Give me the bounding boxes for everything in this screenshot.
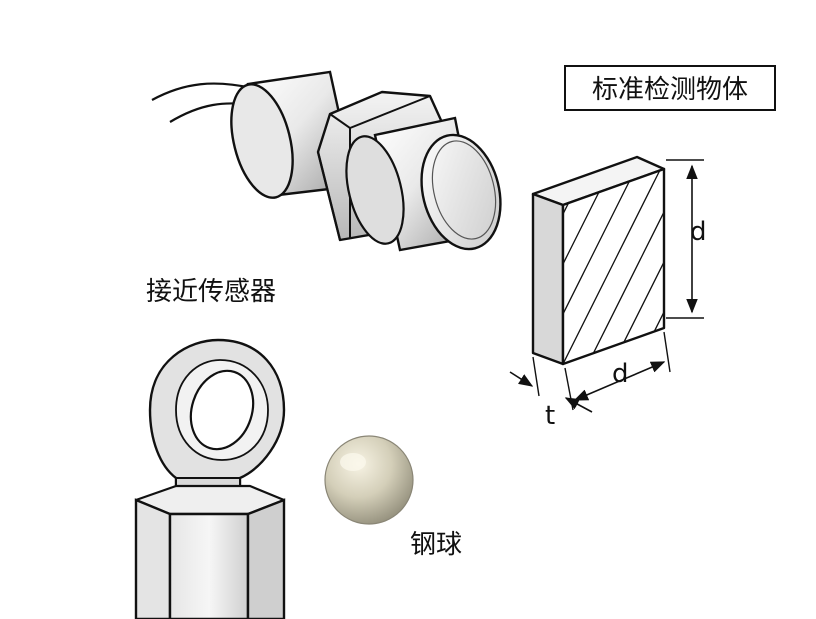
dimension-t: t [509,356,593,431]
standard-object-title: 标准检测物体 [592,75,748,105]
standard-object-title-box: 标准检测物体 [564,65,776,111]
steel-ball-illustration [324,435,414,525]
proximity-sensor-label: 接近传感器 [146,277,276,307]
eye-bolt-illustration [134,338,286,619]
dimension-d-vertical-label: d [690,217,707,247]
proximity-sensor-illustration [151,70,502,252]
steel-ball-label: 钢球 [410,530,462,560]
sensor-cable-1 [151,82,253,101]
dimension-d-vertical: d [666,159,707,319]
dimension-t-label: t [545,401,555,431]
sensor-sensing-face [420,133,502,251]
standard-detection-plate [531,155,666,366]
dimension-d-horizontal-label: d [612,359,629,389]
